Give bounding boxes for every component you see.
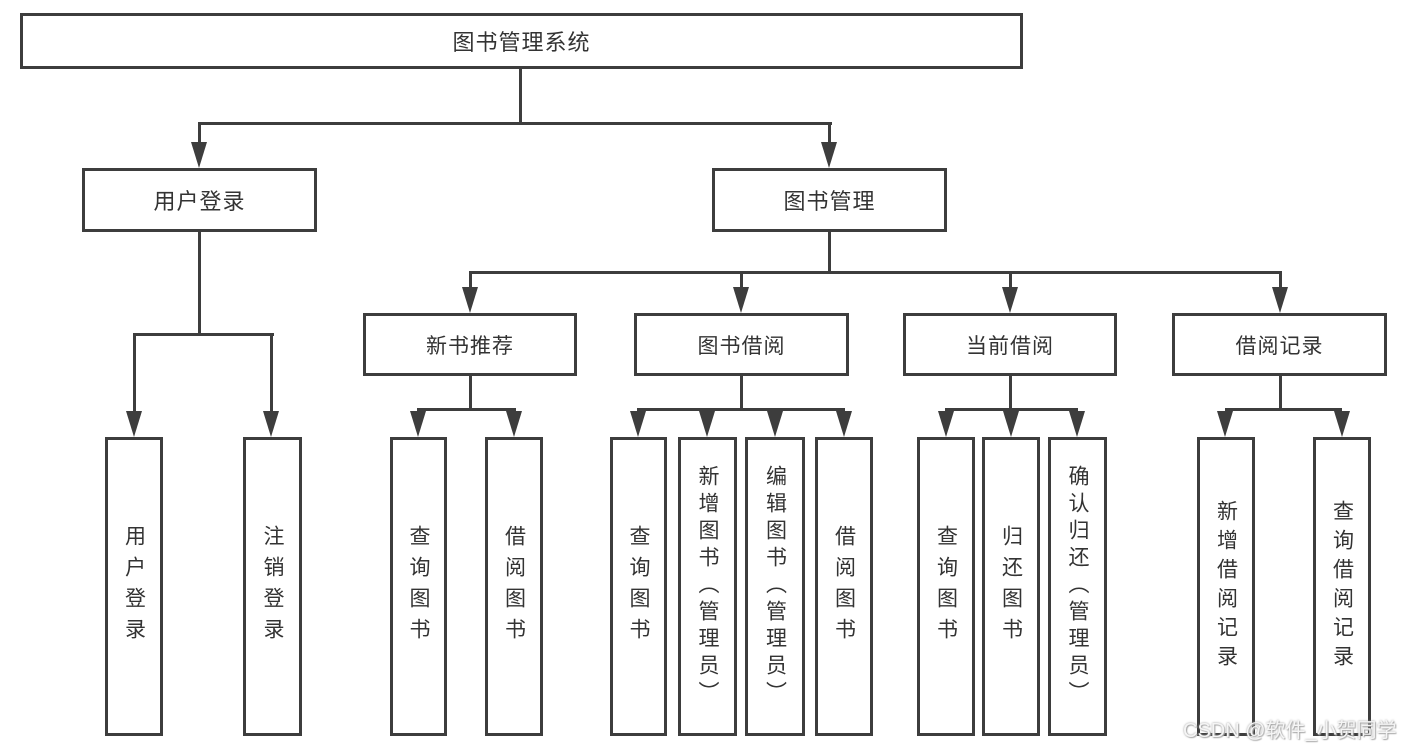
node-new-book-recommendation-label: 新书推荐 [426,334,514,358]
node-book-borrowing: 图书借阅 [634,313,849,376]
arrowhead-down [410,411,426,437]
arrowhead-down [938,411,954,437]
connector-line [417,408,516,411]
arrowhead-down [1069,411,1085,437]
leaf-borrow-books-recommend-label: 借阅图书 [502,524,526,649]
connector-line [740,271,743,289]
leaf-edit-books-admin: 编辑图书（管理员） [745,437,805,736]
connector-line [828,232,831,274]
node-library-system: 图书管理系统 [20,13,1023,69]
leaf-user-login: 用户登录 [105,437,163,736]
leaf-query-books-recommend: 查询图书 [390,437,447,736]
node-current-borrowing-label: 当前借阅 [966,334,1054,358]
connector-line [637,408,845,411]
arrowhead-down [821,142,837,168]
leaf-add-books-admin-label: 新增图书（管理员） [696,465,719,708]
connector-line [945,408,1078,411]
node-library-system-label: 图书管理系统 [452,30,591,55]
connector-line [1279,376,1282,411]
leaf-query-books-recommend-label: 查询图书 [407,524,430,649]
arrowhead-down [630,411,646,437]
node-user-login: 用户登录 [82,168,317,232]
leaf-borrow-books-recommend: 借阅图书 [485,437,543,736]
connector-line [1225,408,1342,411]
leaf-query-books-borrowing-label: 查询图书 [627,524,650,649]
connector-line [1009,271,1012,289]
connector-line [519,69,522,125]
connector-line [198,122,832,125]
connector-line [1009,376,1012,411]
connector-line [469,271,1282,274]
arrowhead-down [191,142,207,168]
connector-line [133,333,274,336]
node-borrowing-records-label: 借阅记录 [1235,334,1324,358]
arrowhead-down [1003,411,1019,437]
leaf-query-books-current-label: 查询图书 [934,524,958,649]
leaf-query-books-current: 查询图书 [917,437,975,736]
leaf-add-borrow-record: 新增借阅记录 [1197,437,1255,736]
arrowhead-down [699,411,715,437]
arrowhead-down [733,287,749,313]
arrowhead-down [1002,287,1018,313]
leaf-confirm-return-admin-label: 确认归还（管理员） [1066,465,1089,708]
connector-line [198,232,201,336]
leaf-logout-label: 注销登录 [261,524,284,649]
arrowhead-down [1334,411,1350,437]
leaf-borrow-books: 借阅图书 [815,437,873,736]
arrowhead-down [462,287,478,313]
leaf-add-books-admin: 新增图书（管理员） [678,437,737,736]
csdn-watermark: CSDN @软件_小贺同学 [1183,720,1397,742]
leaf-logout: 注销登录 [243,437,302,736]
leaf-add-borrow-record-label: 新增借阅记录 [1214,499,1238,674]
arrowhead-down [263,411,279,437]
arrowhead-down [836,411,852,437]
connector-line [1279,271,1282,289]
leaf-return-books: 归还图书 [982,437,1040,736]
leaf-query-borrow-record-label: 查询借阅记录 [1330,499,1354,674]
arrowhead-down [1217,411,1233,437]
leaf-confirm-return-admin: 确认归还（管理员） [1048,437,1107,736]
leaf-borrow-books-label: 借阅图书 [832,524,856,649]
leaf-query-books-borrowing: 查询图书 [610,437,667,736]
connector-line [198,122,201,146]
connector-line [133,333,136,413]
leaf-query-borrow-record: 查询借阅记录 [1313,437,1371,736]
connector-line [469,271,472,289]
leaf-return-books-label: 归还图书 [999,524,1023,649]
node-book-borrowing-label: 图书借阅 [697,334,786,358]
node-current-borrowing: 当前借阅 [903,313,1117,376]
arrowhead-down [1272,287,1288,313]
connector-line [828,122,831,146]
leaf-user-login-label: 用户登录 [122,524,146,649]
connector-line [469,376,472,411]
arrowhead-down [126,411,142,437]
node-book-management-label: 图书管理 [783,189,876,214]
node-new-book-recommendation: 新书推荐 [363,313,577,376]
connector-line [270,333,273,413]
node-book-management: 图书管理 [712,168,947,232]
arrowhead-down [767,411,783,437]
arrowhead-down [506,411,522,437]
connector-line [740,376,743,411]
leaf-edit-books-admin-label: 编辑图书（管理员） [763,465,787,708]
node-borrowing-records: 借阅记录 [1172,313,1387,376]
node-user-login-label: 用户登录 [153,189,246,214]
